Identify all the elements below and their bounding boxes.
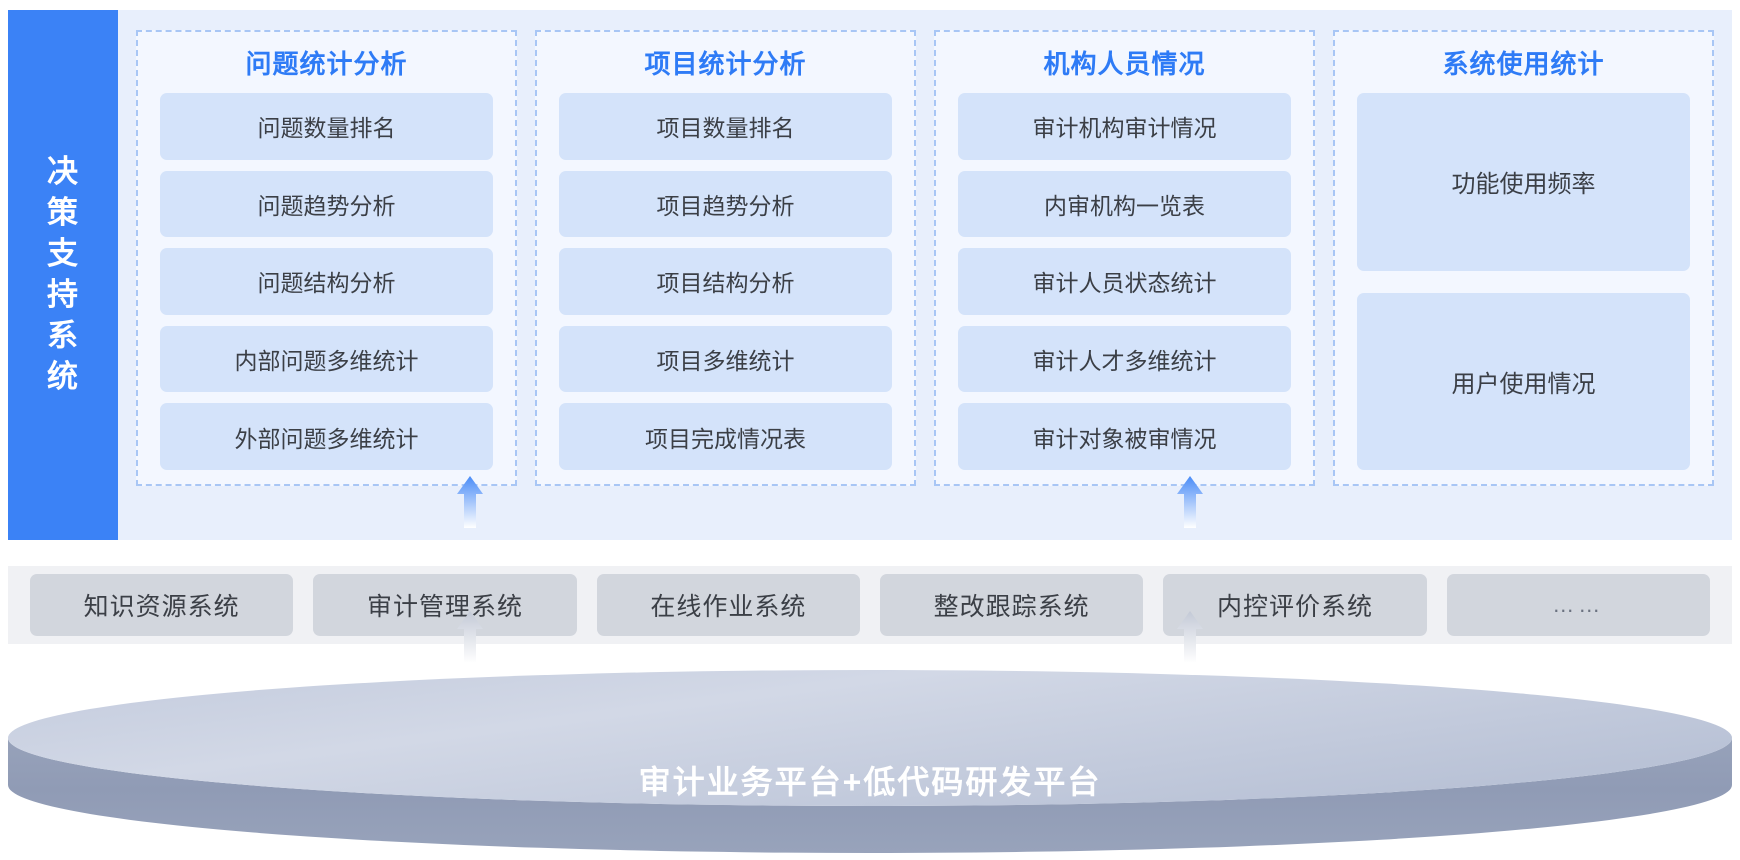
panel-card[interactable]: 审计机构审计情况 [958,93,1291,160]
panel-system-usage-statistics: 系统使用统计 功能使用频率 用户使用情况 [1333,30,1714,486]
panel-project-statistics: 项目统计分析 项目数量排名 项目趋势分析 项目结构分析 项目多维统计 项目完成情… [535,30,916,486]
panel-card[interactable]: 审计人员状态统计 [958,248,1291,315]
panel-card[interactable]: 项目趋势分析 [559,170,892,238]
panel-card[interactable]: 内审机构一览表 [958,170,1291,238]
arrow-up-icon [456,611,484,663]
panel-card[interactable]: 用户使用情况 [1357,292,1690,470]
panel-item-list: 功能使用频率 用户使用情况 [1357,93,1690,470]
system-box[interactable]: 知识资源系统 [30,574,294,636]
panel-title: 机构人员情况 [1043,49,1206,79]
panel-container: 问题统计分析 问题数量排名 问题趋势分析 问题结构分析 内部问题多维统计 外部问… [118,10,1732,540]
system-box[interactable]: 在线作业系统 [596,574,860,636]
panel-title: 项目统计分析 [644,49,807,79]
panel-item-list: 审计机构审计情况 内审机构一览表 审计人员状态统计 审计人才多维统计 审计对象被… [958,93,1291,470]
decision-support-region: 决策支持系统 问题统计分析 问题数量排名 问题趋势分析 问题结构分析 内部问题多… [8,10,1732,540]
panel-card[interactable]: 问题趋势分析 [160,170,493,238]
sidebar-decision-support: 决策支持系统 [8,10,118,540]
panel-title: 问题统计分析 [245,49,408,79]
panel-card[interactable]: 项目数量排名 [559,93,892,160]
platform-cylinder: 审计业务平台+低代码研发平台 [8,663,1732,853]
panel-card[interactable]: 外部问题多维统计 [160,403,493,470]
panel-problem-statistics: 问题统计分析 问题数量排名 问题趋势分析 问题结构分析 内部问题多维统计 外部问… [136,30,517,486]
system-box[interactable]: 整改跟踪系统 [879,574,1144,636]
arrow-up-icon [456,476,484,528]
panel-card[interactable]: 问题数量排名 [160,93,493,160]
panel-card[interactable]: 审计对象被审情况 [958,403,1291,470]
system-box[interactable]: 审计管理系统 [313,574,577,636]
panel-card[interactable]: 项目结构分析 [559,248,892,315]
arrow-up-icon [1176,476,1204,528]
panel-item-list: 项目数量排名 项目趋势分析 项目结构分析 项目多维统计 项目完成情况表 [559,93,892,470]
panel-title: 系统使用统计 [1442,49,1605,79]
panel-item-list: 问题数量排名 问题趋势分析 问题结构分析 内部问题多维统计 外部问题多维统计 [160,93,493,470]
panel-card[interactable]: 内部问题多维统计 [160,325,493,393]
panel-card[interactable]: 项目多维统计 [559,325,892,393]
panel-card[interactable]: 问题结构分析 [160,248,493,315]
panel-card[interactable]: 项目完成情况表 [559,403,892,470]
panel-card[interactable]: 功能使用频率 [1357,93,1690,271]
system-box-more[interactable]: …… [1446,574,1710,636]
system-box[interactable]: 内控评价系统 [1163,574,1427,636]
panel-organization-personnel: 机构人员情况 审计机构审计情况 内审机构一览表 审计人员状态统计 审计人才多维统… [934,30,1315,486]
panel-card[interactable]: 审计人才多维统计 [958,325,1291,393]
arrow-up-icon [1176,611,1204,663]
business-systems-band: 知识资源系统 审计管理系统 在线作业系统 整改跟踪系统 内控评价系统 …… [8,566,1732,644]
sidebar-label: 决策支持系统 [47,154,79,394]
